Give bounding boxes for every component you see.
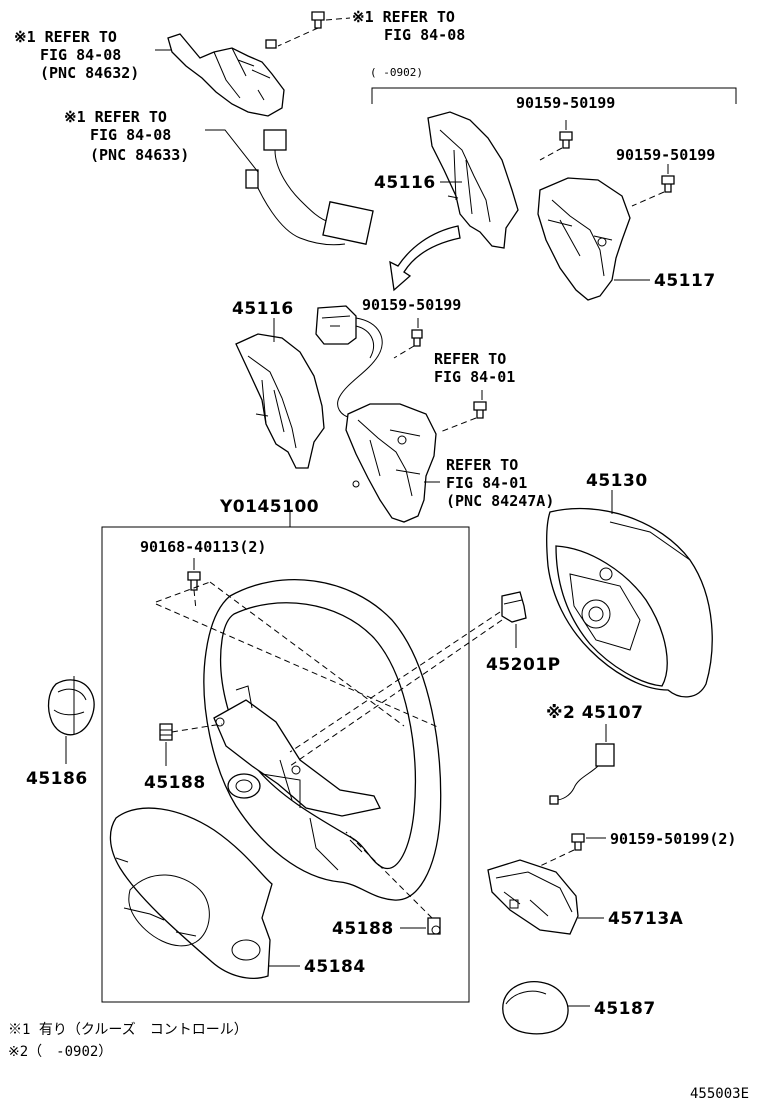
label-45130: 45130 [586,471,648,491]
label-90159-d: 90159-50199(2) [610,830,736,848]
steering-wheel-drawing [203,579,442,901]
steering-pad-airbag [546,508,713,698]
screw-mid [411,329,423,347]
svg-text:FIG 84-08: FIG 84-08 [90,126,171,144]
label-45188-b: 45188 [332,919,394,939]
steering-switch-cover-lower [235,333,325,469]
screw-90159-2 [571,833,585,851]
screw-84-01 [473,401,487,419]
svg-text:FIG 84-01: FIG 84-01 [446,474,527,492]
svg-text:REFER TO: REFER TO [446,456,518,474]
label-refer-top-left: ※1 REFER TO FIG 84-08 (PNC 84632) [14,28,139,82]
svg-text:(PNC 84633): (PNC 84633) [90,146,189,164]
screw-45188-left [159,723,173,741]
cruise-control-switch-drawing [167,33,285,117]
label-refer-84-01-a: REFER TO FIG 84-01 [434,350,515,386]
label-45184: 45184 [304,957,366,977]
label-90159-b: 90159-50199 [616,146,715,164]
label-45186: 45186 [26,769,88,789]
cover-45186 [47,676,95,736]
switch-harness-drawing [315,305,383,419]
cover-45713a [487,859,579,935]
svg-text:※1 REFER TO: ※1 REFER TO [64,108,167,126]
screw-90168 [187,571,201,591]
label-45187: 45187 [594,999,656,1019]
label-y0145100: Y0145100 [219,497,319,517]
horn-contact-45201p [501,591,527,623]
assembly-direction-arrow [389,225,461,292]
label-45116-a: 45116 [374,173,436,193]
label-90159-c: 90159-50199 [362,296,461,314]
rear-lower-cover-45184 [109,807,273,979]
label-45107: ※2 45107 [546,703,643,723]
label-45117: 45117 [654,271,716,291]
wire-harness-drawing [245,129,374,246]
footnote-1: ※1 有り（クルーズ コントロール） [8,1022,248,1038]
steering-pad-switch-assembly [345,403,437,523]
label-90159-a: 90159-50199 [516,94,615,112]
screw-45188-right [427,917,441,935]
svg-text:REFER TO: REFER TO [434,350,506,368]
cover-45187 [502,981,569,1035]
svg-text:FIG 84-08: FIG 84-08 [384,26,465,44]
screw-45117 [661,175,675,193]
label-45188-a: 45188 [144,773,206,793]
label-90168: 90168-40113(2) [140,538,266,556]
screw-45116-top [559,131,573,149]
label-refer-84-01-b: REFER TO FIG 84-01 (PNC 84247A) [446,456,554,510]
steering-switch-cover-right [537,177,631,301]
svg-text:※1 REFER TO: ※1 REFER TO [14,28,117,46]
svg-text:(PNC 84632): (PNC 84632) [40,64,139,82]
svg-text:(PNC 84247A): (PNC 84247A) [446,492,554,510]
label-45116-b: 45116 [232,299,294,319]
label-refer-top-right: ※1 REFER TO FIG 84-08 [352,8,465,44]
screw-top [311,11,325,29]
svg-text:FIG 84-01: FIG 84-01 [434,368,515,386]
label-45713a: 45713A [608,909,684,929]
figure-code: 455003E [690,1086,749,1102]
label-refer-mid-left: ※1 REFER TO FIG 84-08 (PNC 84633) [64,108,189,164]
steering-wheel-assembly-box [101,526,470,1003]
label-45201p: 45201P [486,655,561,675]
steering-switch-cover-upper [427,111,519,249]
footnote-2: ※2（ -0902） [8,1044,112,1060]
label-range-0902: ( -0902) [370,66,423,79]
svg-text:FIG 84-08: FIG 84-08 [40,46,121,64]
svg-text:※1 REFER TO: ※1 REFER TO [352,8,455,26]
harness-45107 [549,743,615,805]
